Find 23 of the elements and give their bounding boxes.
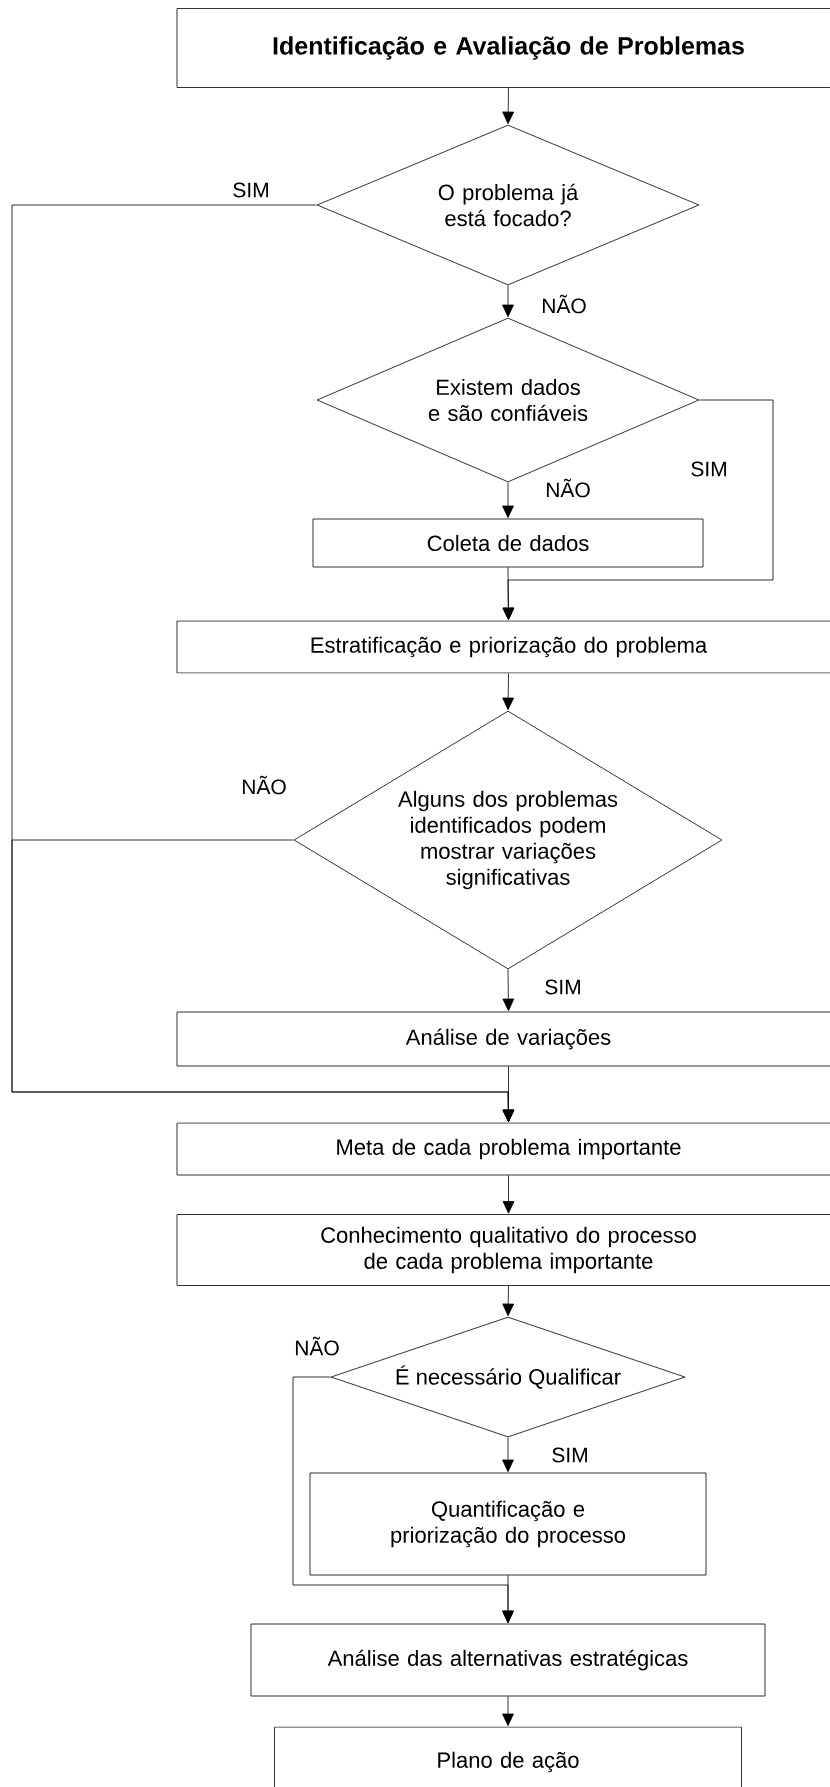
- arrow: [502, 673, 515, 711]
- arrow: [502, 1285, 515, 1317]
- process-box: Análise das alternativas estratégicas: [250, 1623, 766, 1697]
- arrow: [502, 1066, 515, 1123]
- process-box: Estratificação e priorização do problema: [176, 620, 830, 674]
- title-box: Identificação e Avaliação de Problemas: [176, 8, 830, 88]
- edge-label: NÃO: [240, 774, 288, 796]
- process-box: Conhecimento qualitativo do processo de cada problema importante: [176, 1214, 830, 1286]
- arrow: [502, 285, 514, 318]
- edge-label: NÃO: [540, 293, 588, 315]
- arrow: [502, 87, 515, 125]
- arrow: [502, 1575, 514, 1624]
- arrow: [502, 1696, 514, 1727]
- arrow: [502, 482, 514, 519]
- arrow: [502, 1175, 515, 1214]
- arrow: [502, 567, 515, 621]
- process-box: Quantificação e priorização do processo: [309, 1472, 707, 1576]
- process-box: Análise de variações: [176, 1011, 830, 1067]
- process-box: Plano de ação: [274, 1726, 742, 1787]
- process-box: Coleta de dados: [312, 518, 704, 568]
- process-box: Meta de cada problema importante: [176, 1122, 830, 1176]
- arrow: [502, 969, 515, 1012]
- arrow: [502, 1437, 514, 1473]
